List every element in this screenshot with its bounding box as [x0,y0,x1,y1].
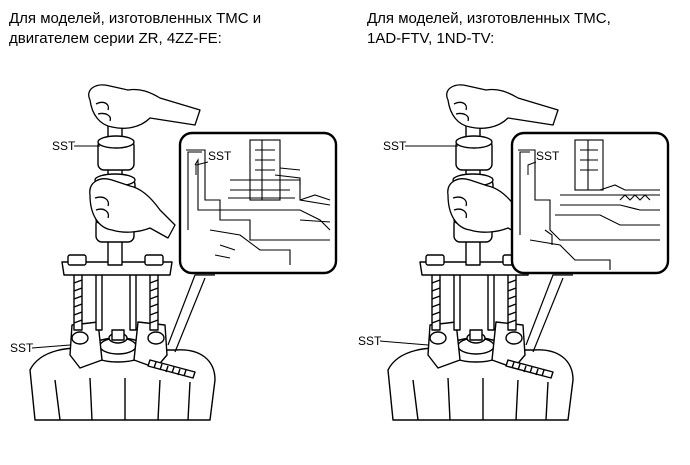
sst-label-left-bottom: SST [10,341,34,355]
detail-view-right [510,131,670,275]
sst-label-left-detail: SST [208,149,232,163]
caption-left-line1: Для моделей, изготовленных TMC и [9,10,262,27]
detail-view-left [178,131,338,275]
puller-illustration-left [29,84,216,421]
caption-left-line2: двигателем серии ZR, 4ZZ-FE: [9,30,222,47]
sst-labels-left: SST SST SST [10,139,232,355]
sst-label-right-top: SST [383,139,407,153]
caption-right-line2: 1AD-FTV, 1ND-TV: [367,30,495,47]
sst-label-left-top: SST [52,139,76,153]
puller-illustration-right [387,84,574,421]
caption-left: Для моделей, изготовленных TMC и двигате… [9,9,261,49]
sst-label-right-bottom: SST [358,334,382,348]
sst-label-right-detail: SST [536,149,560,163]
caption-right-line1: Для моделей, изготовленных TMC, [367,10,611,27]
sst-labels-right: SST SST SST [358,139,560,348]
caption-right: Для моделей, изготовленных TMC, 1AD-FTV,… [367,9,611,49]
